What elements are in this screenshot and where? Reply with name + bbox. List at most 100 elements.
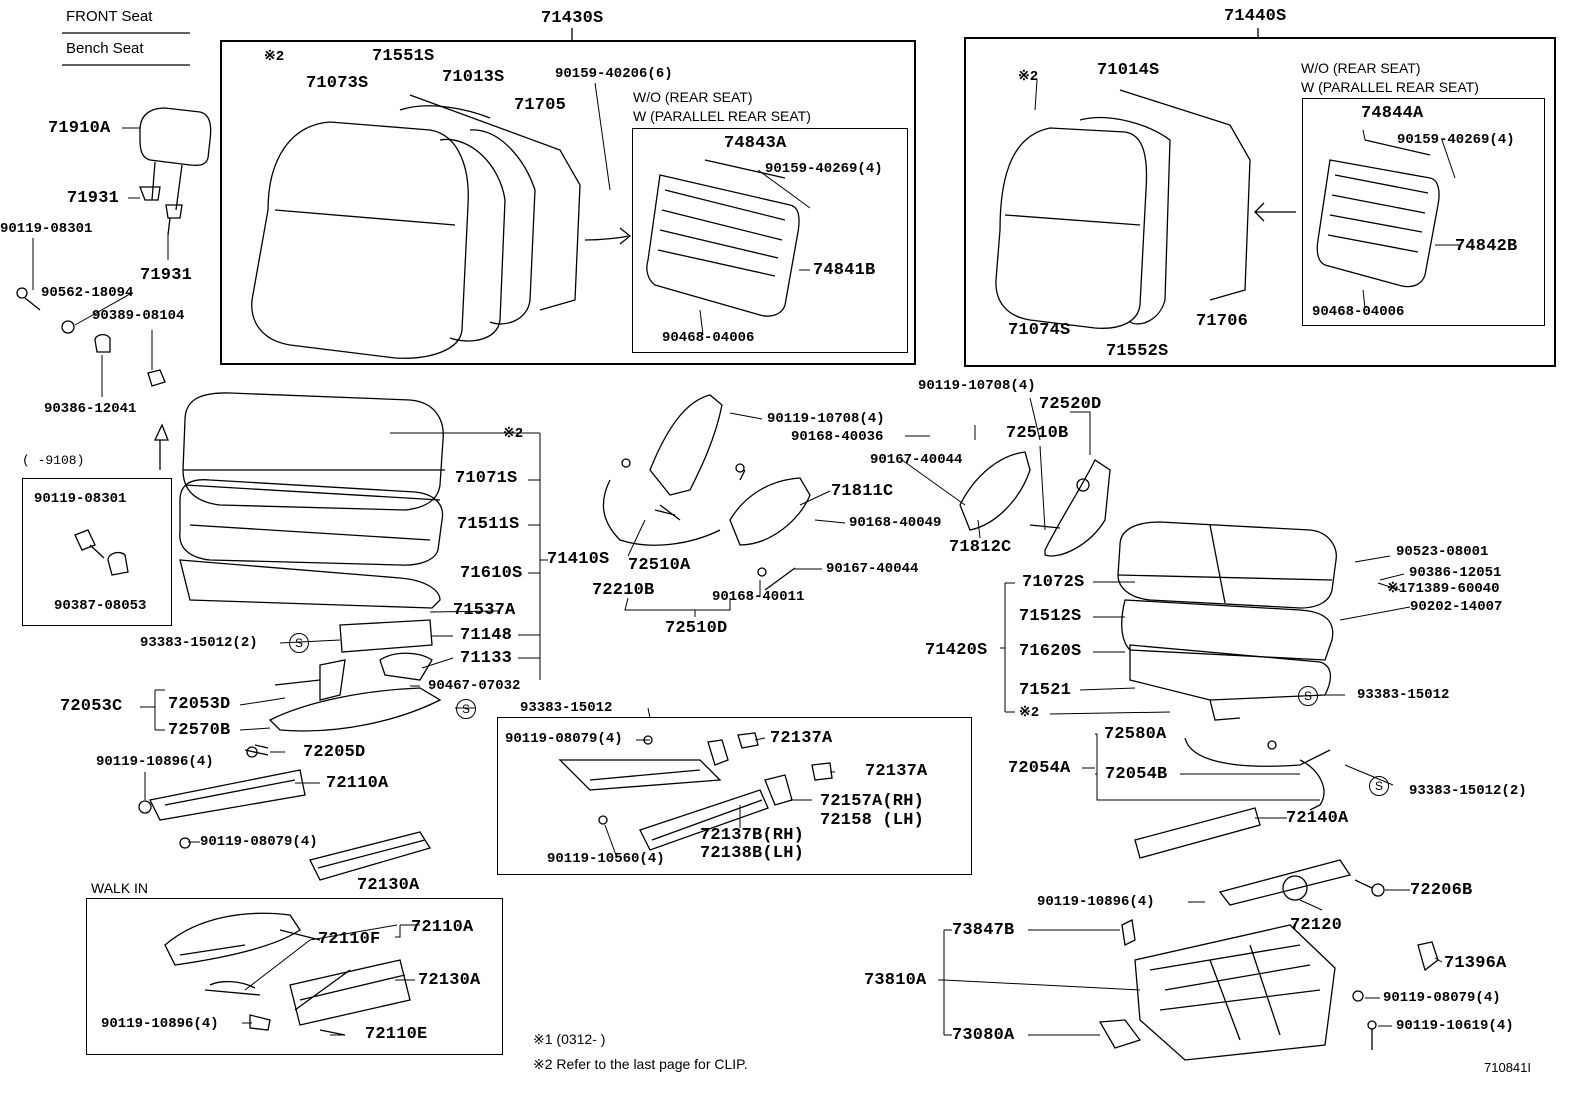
group-frame-track-detail (497, 717, 972, 875)
part-label: 71511S (457, 515, 520, 534)
part-label: 72206B (1410, 881, 1473, 900)
part-label: 90202-14007 (1410, 599, 1503, 615)
part-label: 93383-15012 (520, 700, 613, 716)
part-label: 90119-08079(4) (200, 834, 318, 850)
part-label: 72510A (628, 556, 691, 575)
part-label: 72130A (357, 876, 420, 895)
footnote: ※2 Refer to the last page for CLIP. (533, 1056, 748, 1072)
part-label: 90167-40044 (826, 561, 919, 577)
group-frame-rear-seat-right (1302, 98, 1545, 326)
part-label: 90119-10708(4) (767, 411, 885, 427)
part-label: 90119-08079(4) (505, 731, 623, 747)
part-label: 90119-10896(4) (101, 1016, 219, 1032)
part-label: ※171389-60040 (1387, 581, 1500, 597)
part-label: 90159-40269(4) (765, 161, 883, 177)
part-label: 72110A (326, 774, 389, 793)
part-label: 72053C (60, 697, 123, 716)
part-label: 90389-08104 (92, 308, 185, 324)
part-label: 71812C (949, 538, 1012, 557)
service-circle: S (456, 699, 476, 719)
part-label: 93383-15012(2) (1409, 783, 1527, 799)
part-label: 74841B (813, 261, 876, 280)
part-label: 71073S (306, 74, 369, 93)
part-label: 93383-15012 (1357, 687, 1450, 703)
part-label: 71610S (460, 564, 523, 583)
assembly-label: 71410S (547, 550, 610, 569)
part-label: 72110A (411, 918, 474, 937)
part-label: 90386-12051 (1409, 565, 1502, 581)
part-label: ※2 (1019, 705, 1040, 721)
part-label: 72580A (1104, 725, 1167, 744)
part-label: 71071S (455, 469, 518, 488)
part-label: 71910A (48, 119, 111, 138)
service-circle: S (1298, 686, 1318, 706)
part-label: 72140A (1286, 809, 1349, 828)
part-label: 71552S (1106, 342, 1169, 361)
part-label: 71931 (67, 189, 120, 208)
part-label: 90119-10896(4) (1037, 894, 1155, 910)
part-label: ※2 (1018, 69, 1039, 85)
part-label: 90119-10896(4) (96, 754, 214, 770)
assembly-label: 72520D (1039, 395, 1102, 414)
part-label: 71013S (442, 68, 505, 87)
part-label: 71396A (1444, 954, 1507, 973)
part-label: 90119-08079(4) (1383, 990, 1501, 1006)
part-label: 90119-08301 (0, 221, 93, 237)
part-label: 72137A (770, 729, 833, 748)
group-frame-9108 (22, 478, 172, 626)
group-frame-71430s (220, 40, 916, 365)
part-label: 90168-40011 (712, 589, 805, 605)
part-label: 71133 (460, 649, 513, 668)
part-label: 71551S (372, 47, 435, 66)
part-label: 72138B(LH) (700, 844, 805, 863)
option-label: W (PARALLEL REAR SEAT) (1301, 79, 1479, 95)
part-label: 71811C (831, 482, 894, 501)
part-label: 72110E (365, 1025, 428, 1044)
part-label: 72137B(RH) (700, 826, 805, 845)
part-label: ( -9108) (22, 453, 85, 468)
part-label: 74844A (1361, 104, 1424, 123)
part-label: 71074S (1008, 321, 1071, 340)
part-label: 71148 (460, 626, 513, 645)
part-label: 90167-40044 (870, 452, 963, 468)
part-label: 74842B (1455, 237, 1518, 256)
part-label: 71072S (1022, 573, 1085, 592)
part-label: 72510B (1006, 424, 1069, 443)
part-label: 90168-40036 (791, 429, 884, 445)
walk-in-label: WALK IN (91, 880, 149, 896)
part-label: 90468-04006 (662, 330, 755, 346)
part-label: 71512S (1019, 607, 1082, 626)
part-label: 72157A(RH) (820, 792, 925, 811)
option-label: W/O (REAR SEAT) (633, 89, 753, 105)
part-label: 90159-40206(6) (555, 66, 673, 82)
assembly-label: 72510D (665, 619, 728, 638)
part-label: 72120 (1290, 916, 1343, 935)
part-label: 90386-12041 (44, 401, 137, 417)
part-label: 71521 (1019, 681, 1072, 700)
part-label: 71705 (514, 96, 567, 115)
part-label: 90119-10560(4) (547, 851, 665, 867)
group-frame-walk-in (86, 898, 503, 1055)
part-label: 71931 (140, 266, 193, 285)
option-label: W (PARALLEL REAR SEAT) (633, 108, 811, 124)
part-label: 93383-15012(2) (140, 635, 258, 651)
assembly-label: 71440S (1224, 7, 1287, 26)
part-label: 72054B (1105, 765, 1168, 784)
part-label: 73847B (952, 921, 1015, 940)
footnote: ※1 (0312- ) (533, 1031, 606, 1047)
part-label: 73080A (952, 1026, 1015, 1045)
service-circle: S (289, 633, 309, 653)
part-label: 74843A (724, 134, 787, 153)
part-label: 90467-07032 (428, 678, 521, 694)
part-label: 90119-10708(4) (918, 378, 1036, 394)
part-label: 72570B (168, 721, 231, 740)
part-label: 90119-08301 (34, 491, 127, 507)
part-label: 72130A (418, 971, 481, 990)
part-label: 90387-08053 (54, 598, 147, 614)
group-frame-rear-seat-left (632, 128, 908, 353)
part-label: 72137A (865, 762, 928, 781)
part-label: 90119-10619(4) (1396, 1018, 1514, 1034)
part-label: 72110F (318, 930, 381, 949)
